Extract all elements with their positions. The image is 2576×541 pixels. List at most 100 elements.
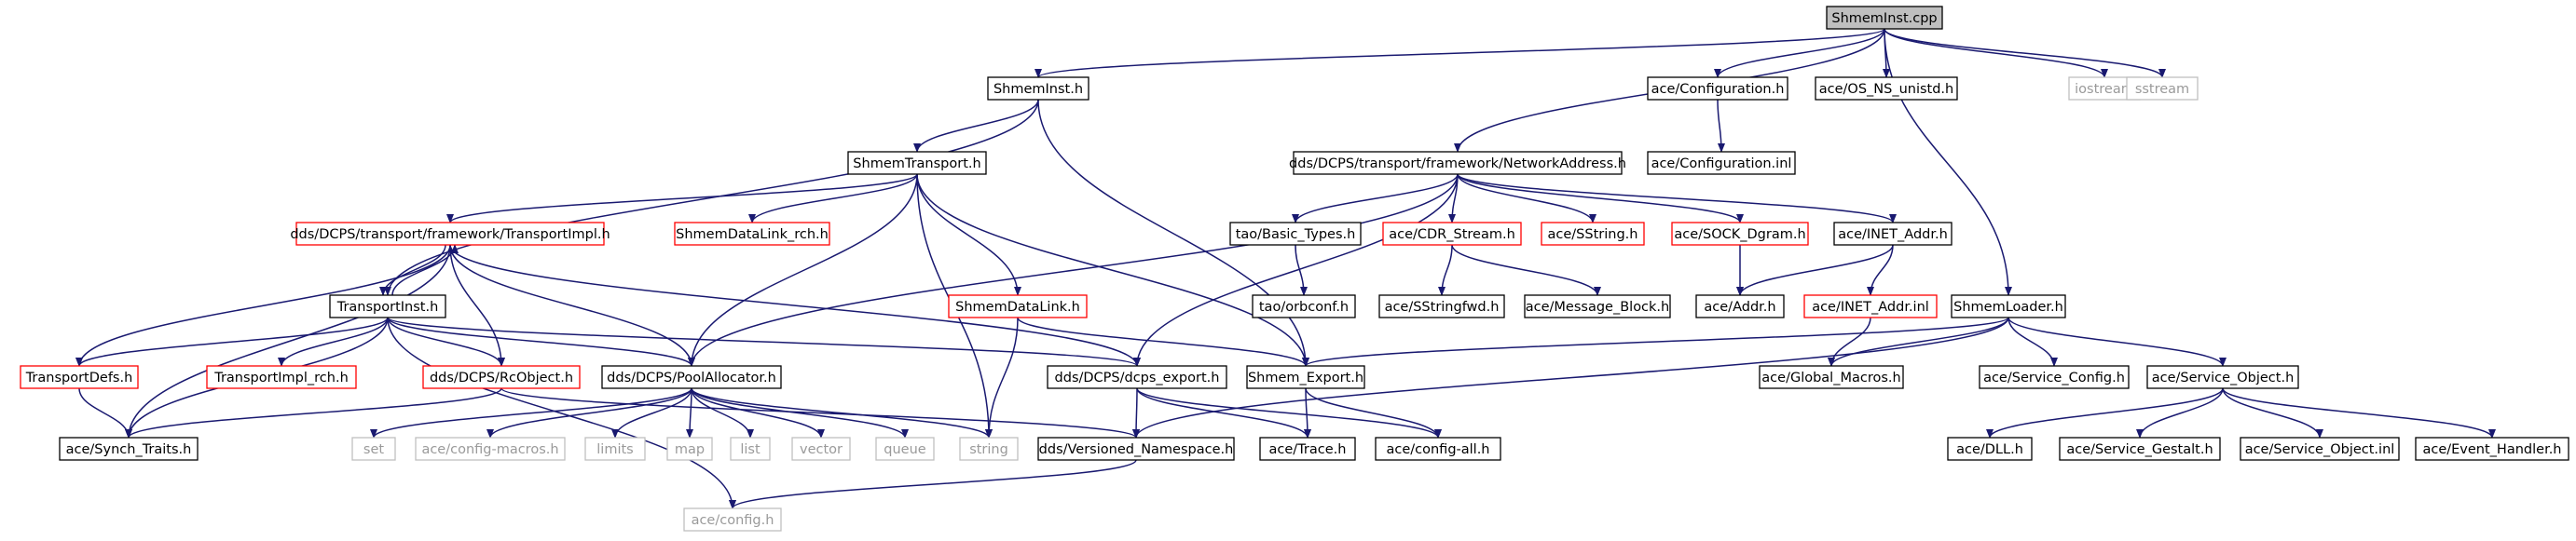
node-ace-event-handler-h[interactable]: ace/Event_Handler.h xyxy=(2415,437,2569,461)
edge-ace_inet_addr_inl-to-ace_global_macros_h xyxy=(1828,317,1871,367)
node-box xyxy=(730,437,771,461)
node-label: ShmemTransport.h xyxy=(853,156,980,171)
node-label: ace/config.h xyxy=(692,513,774,528)
node-dds-rcobject-h[interactable]: dds/DCPS/RcObject.h xyxy=(422,365,581,389)
node-label: TransportImpl_rch.h xyxy=(213,371,349,385)
node-box xyxy=(1229,222,1362,246)
node-box xyxy=(1293,151,1623,175)
node-ace-trace-h[interactable]: ace/Trace.h xyxy=(1259,437,1356,461)
node-box xyxy=(422,365,581,389)
node-ace-service-gestalt-h[interactable]: ace/Service_Gestalt.h xyxy=(2059,437,2221,461)
node-label: string xyxy=(969,442,1008,457)
node-ace-addr-h[interactable]: ace/Addr.h xyxy=(1695,294,1785,318)
node-box xyxy=(59,437,199,461)
node-ace-config-all-h[interactable]: ace/config-all.h xyxy=(1375,437,1501,461)
node-ace-global-macros-h[interactable]: ace/Global_Macros.h xyxy=(1759,365,1904,389)
edge-tao_basic_types_h-to-tao_orbconf_h xyxy=(1295,244,1308,296)
edge-transportimpl_h-to-dds_dcps_export_h xyxy=(449,244,1141,367)
node-label: ace/SStringfwd.h xyxy=(1385,300,1500,315)
node-box xyxy=(987,76,1089,101)
node-box xyxy=(2240,437,2400,461)
node-label: ShmemDataLink_rch.h xyxy=(676,227,829,242)
node-box xyxy=(206,365,357,389)
node-map: map xyxy=(666,437,713,461)
node-label: ace/Trace.h xyxy=(1269,442,1347,457)
node-box xyxy=(666,437,713,461)
node-box xyxy=(1382,222,1522,246)
node-transportimpl-h[interactable]: dds/DCPS/transport/framework/TransportIm… xyxy=(290,222,610,246)
node-shmemdatalink-rch-h[interactable]: ShmemDataLink_rch.h xyxy=(674,222,830,246)
node-box xyxy=(1833,222,1953,246)
node-list: list xyxy=(730,437,771,461)
node-box xyxy=(1647,151,1796,175)
node-box xyxy=(1378,294,1505,318)
edge-dds_rcobject_h-to-ace_synch_traits_h xyxy=(125,387,502,439)
node-ace-dll-h[interactable]: ace/DLL.h xyxy=(1947,437,2033,461)
edge-shmeminst_h-to-transportinst_h xyxy=(384,99,1039,296)
node-ace-inet-addr-inl[interactable]: ace/INET_Addr.inl xyxy=(1803,294,1938,318)
edge-dds_dcps_export_h-to-ace_config_all_h xyxy=(1136,387,1442,439)
node-ace-message-block-h[interactable]: ace/Message_Block.h xyxy=(1524,294,1671,318)
node-transportdefs-h[interactable]: TransportDefs.h xyxy=(20,365,139,389)
node-label: limits xyxy=(596,442,633,457)
node-ace-service-config-h[interactable]: ace/Service_Config.h xyxy=(1979,365,2130,389)
node-label: dds/Versioned_Namespace.h xyxy=(1039,442,1234,457)
node-ace-sstring-h[interactable]: ace/SString.h xyxy=(1541,222,1645,246)
node-ace-config-h: ace/config.h xyxy=(683,507,782,532)
edge-shmem_export_h-to-ace_config_all_h xyxy=(1305,387,1442,439)
node-box xyxy=(1947,437,2033,461)
node-shmemdatalink-h[interactable]: ShmemDataLink.h xyxy=(948,294,1088,318)
node-ace-sock-dgram-h[interactable]: ace/SOCK_Dgram.h xyxy=(1671,222,1809,246)
node-label: ace/Message_Block.h xyxy=(1526,300,1669,315)
edge-transportinst_h-to-dds_dcps_export_h xyxy=(387,317,1141,367)
node-label: queue xyxy=(884,442,926,457)
node-ace-service-object-inl[interactable]: ace/Service_Object.inl xyxy=(2240,437,2400,461)
node-ace-synch-traits-h[interactable]: ace/Synch_Traits.h xyxy=(59,437,199,461)
node-root[interactable]: ShmemInst.cpp xyxy=(1826,6,1943,30)
node-label: ace/Service_Gestalt.h xyxy=(2066,442,2213,457)
node-transportimpl-rch-h[interactable]: TransportImpl_rch.h xyxy=(206,365,357,389)
node-transportinst-h[interactable]: TransportInst.h xyxy=(329,294,446,318)
node-ace-sstringfwd-h[interactable]: ace/SStringfwd.h xyxy=(1378,294,1505,318)
node-box xyxy=(1246,365,1365,389)
node-ace-configuration-inl[interactable]: ace/Configuration.inl xyxy=(1647,151,1796,175)
node-dds-versioned-namespace-h[interactable]: dds/Versioned_Namespace.h xyxy=(1037,437,1235,461)
edge-transportinst_h-to-transportimpl_h xyxy=(391,244,459,296)
node-tao-orbconf-h[interactable]: tao/orbconf.h xyxy=(1252,294,1356,318)
node-label: Shmem_Export.h xyxy=(1248,371,1363,385)
node-label: dds/DCPS/RcObject.h xyxy=(430,371,573,385)
edge-root-to-sstream xyxy=(1884,28,2166,78)
edge-ace_cdr_stream_h-to-ace_message_block_h xyxy=(1451,244,1601,296)
edge-shmemtransport_h-to-transportimpl_h xyxy=(446,173,918,223)
node-tao-basic-types-h[interactable]: tao/Basic_Types.h xyxy=(1229,222,1362,246)
edge-shmem_export_h-to-ace_trace_h xyxy=(1303,387,1311,439)
node-shmeminst-h[interactable]: ShmemInst.h xyxy=(987,76,1089,101)
node-ace-config-macros-h: ace/config-macros.h xyxy=(415,437,566,461)
node-dds-poolallocator-h[interactable]: dds/DCPS/PoolAllocator.h xyxy=(601,365,782,389)
node-label: dds/DCPS/dcps_export.h xyxy=(1055,371,1220,385)
node-shmemtransport-h[interactable]: ShmemTransport.h xyxy=(847,151,987,175)
edge-dds_dcps_export_h-to-dds_versioned_namespace_h xyxy=(1132,387,1141,439)
edge-dds_poolallocator_h-to-map xyxy=(686,387,694,439)
edge-ace_configuration_h-to-ace_configuration_inl xyxy=(1717,99,1725,153)
node-label: ace/Service_Object.inl xyxy=(2245,442,2395,457)
edge-ace_service_object_h-to-ace_service_gestalt_h xyxy=(2136,387,2224,439)
node-ace-configuration-h[interactable]: ace/Configuration.h xyxy=(1647,76,1788,101)
node-label: map xyxy=(675,442,705,457)
node-ace-os-ns-unistd-h[interactable]: ace/OS_NS_unistd.h xyxy=(1815,76,1958,101)
node-box xyxy=(847,151,987,175)
node-networkaddress-h[interactable]: dds/DCPS/transport/framework/NetworkAddr… xyxy=(1289,151,1626,175)
node-label: sstream xyxy=(2135,82,2189,97)
node-label: ace/CDR_Stream.h xyxy=(1389,227,1515,242)
node-ace-service-object-h[interactable]: ace/Service_Object.h xyxy=(2146,365,2299,389)
node-dds-dcps-export-h[interactable]: dds/DCPS/dcps_export.h xyxy=(1047,365,1227,389)
node-ace-inet-addr-h[interactable]: ace/INET_Addr.h xyxy=(1833,222,1953,246)
node-shmem-export-h[interactable]: Shmem_Export.h xyxy=(1246,365,1365,389)
node-shmemloader-h[interactable]: ShmemLoader.h xyxy=(1951,294,2066,318)
node-label: ace/Synch_Traits.h xyxy=(66,442,192,457)
node-ace-cdr-stream-h[interactable]: ace/CDR_Stream.h xyxy=(1382,222,1522,246)
node-box xyxy=(1979,365,2130,389)
node-label: ace/Configuration.inl xyxy=(1651,156,1792,171)
edge-dds_poolallocator_h-to-vector xyxy=(691,387,825,439)
